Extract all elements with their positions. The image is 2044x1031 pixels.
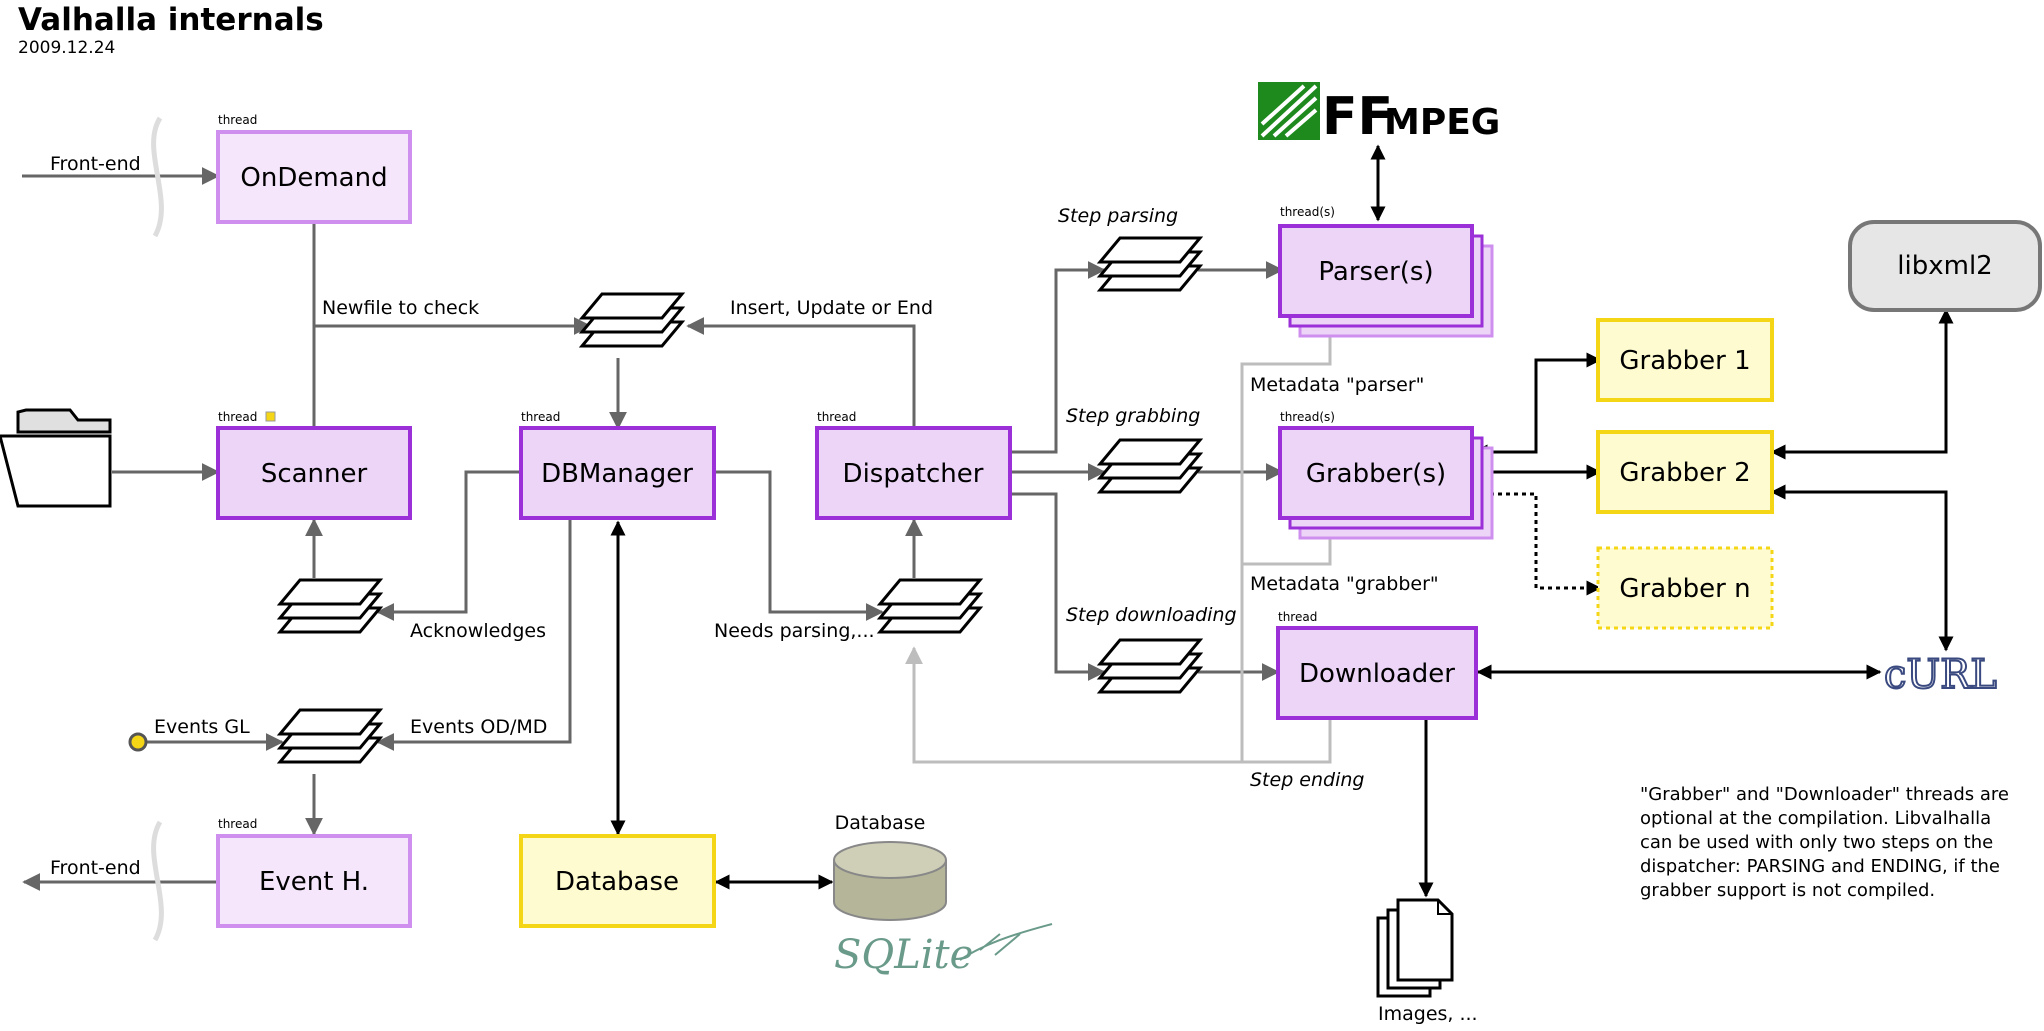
grabber2-box — [1596, 430, 1774, 514]
newfile-label: Newfile to check — [322, 297, 479, 319]
grabber-thread-tag: thread(s) — [1280, 410, 1335, 424]
database-label: Database — [555, 867, 679, 897]
ffmpeg-mpeg: MPEG — [1384, 102, 1500, 143]
needs-parsing-label: Needs parsing,... — [714, 620, 875, 642]
queue-stack-grabbing — [1098, 438, 1202, 494]
ondemand-thread-tag: thread — [218, 113, 257, 127]
queue-stack-parsing — [1098, 236, 1202, 292]
note-line: grabber support is not compiled. — [1640, 880, 1935, 901]
grabbers-to-grabbern — [1472, 486, 1602, 596]
events-gl-label: Events GL — [154, 716, 250, 738]
grabber1-label: Grabber 1 — [1619, 346, 1750, 376]
meta-grabber-label: Metadata "grabber" — [1250, 573, 1439, 595]
database-cylinder-icon — [833, 841, 947, 921]
needs-parsing-line — [714, 470, 884, 621]
grabber2-to-libxml2 — [1770, 308, 1954, 460]
events-od-line — [376, 518, 572, 751]
grabbern-label: Grabber n — [1619, 574, 1750, 604]
scanner-thread-tag: thread — [218, 410, 257, 424]
step-ending-path — [905, 646, 1332, 764]
svg-text:cURL: cURL — [1884, 652, 1997, 698]
ondemand-box — [216, 130, 412, 224]
frontend-out-label: Front-end — [50, 857, 141, 879]
events-od-label: Events OD/MD — [410, 716, 547, 738]
insert-update-line — [686, 317, 916, 428]
note-line: "Grabber" and "Downloader" threads are — [1640, 784, 2009, 805]
dbmanager-thread-tag: thread — [521, 410, 560, 424]
page-title: Valhalla internals — [18, 2, 324, 38]
page-date: 2009.12.24 — [18, 38, 115, 58]
queue-stack-newfile — [580, 292, 684, 348]
downloader-label: Downloader — [1299, 659, 1455, 689]
frontend-in-label: Front-end — [50, 153, 141, 175]
acknowledges-label: Acknowledges — [410, 620, 546, 642]
eventh-thread-tag: thread — [218, 817, 257, 831]
ondemand-label: OnDemand — [240, 163, 387, 193]
scanner-box — [216, 426, 412, 520]
grabber-label: Grabber(s) — [1306, 459, 1446, 489]
step-parsing-line — [1010, 261, 1106, 454]
grabbers-to-grabber1 — [1472, 352, 1602, 460]
database-cylinder-label: Database — [835, 812, 926, 834]
dispatcher-thread-tag: thread — [817, 410, 856, 424]
parser-thread-tag: thread(s) — [1280, 205, 1335, 219]
step-grabbing-label: Step grabbing — [1066, 405, 1200, 427]
frontend-out-break — [151, 820, 164, 942]
ffmpeg-ff: FF — [1322, 87, 1393, 147]
note-line: can be used with only two steps on the — [1640, 832, 1993, 853]
scanner-label: Scanner — [261, 459, 368, 489]
insert-update-label: Insert, Update or End — [730, 297, 933, 319]
step-downloading-line — [1010, 492, 1106, 681]
parser-label: Parser(s) — [1318, 257, 1433, 287]
grabber2-to-curl — [1770, 484, 1954, 652]
dbmanager-label: DBManager — [541, 459, 693, 489]
step-parsing-label: Step parsing — [1058, 205, 1178, 227]
dispatcher-box — [815, 426, 1012, 520]
acknowledges-line — [376, 470, 521, 621]
dbmanager-box — [519, 426, 716, 520]
grabber1-box — [1596, 318, 1774, 402]
compilation-note: "Grabber" and "Downloader" threads are o… — [1640, 784, 2009, 901]
grabber2-label: Grabber 2 — [1619, 458, 1750, 488]
grabber-box — [1278, 426, 1474, 520]
queue-stack-events — [278, 708, 382, 764]
curl-logo: cURL — [1883, 651, 1998, 699]
queue-stack-downloading — [1098, 638, 1202, 694]
parser-box — [1278, 224, 1474, 318]
step-ending-label: Step ending — [1250, 769, 1364, 791]
scanner-flag — [265, 411, 276, 422]
images-label: Images, ... — [1378, 1003, 1478, 1025]
ffmpeg-icon — [1258, 82, 1320, 140]
events-gl-dot — [128, 732, 148, 752]
libxml2-box — [1848, 220, 2042, 312]
downloader-thread-tag: thread — [1278, 610, 1317, 624]
ffmpeg-logo: FF MPEG — [1258, 82, 1500, 147]
svg-text:SQLite: SQLite — [834, 932, 973, 978]
document-stack-icon — [1376, 898, 1454, 998]
note-line: dispatcher: PARSING and ENDING, if the — [1640, 856, 2000, 877]
step-downloading-label: Step downloading — [1066, 604, 1237, 626]
folder-icon — [0, 408, 112, 508]
libxml2-label: libxml2 — [1897, 251, 1992, 281]
downloader-box — [1276, 626, 1478, 720]
queue-stack-ack — [278, 578, 382, 634]
note-line: optional at the compilation. Libvalhalla — [1640, 808, 1991, 829]
eventh-box — [216, 834, 412, 928]
database-box — [519, 834, 716, 928]
eventh-label: Event H. — [259, 867, 369, 897]
grabbern-box — [1596, 546, 1774, 630]
frontend-in-break — [151, 116, 164, 238]
queue-stack-needs-parsing — [878, 578, 982, 634]
sqlite-logo: SQLite — [834, 923, 1053, 978]
meta-parser-label: Metadata "parser" — [1250, 374, 1424, 396]
dispatcher-label: Dispatcher — [843, 459, 984, 489]
